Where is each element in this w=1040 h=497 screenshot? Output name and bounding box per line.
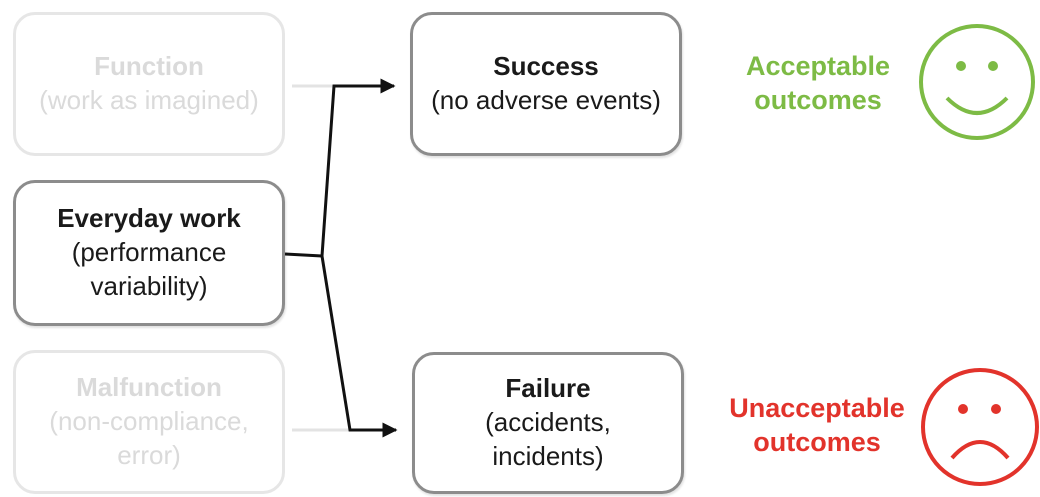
frowning-face-icon — [921, 368, 1039, 486]
function-title: Function — [94, 51, 204, 82]
smiley-face-icon — [919, 24, 1035, 140]
failure-box: Failure (accidents, incidents) — [412, 352, 684, 494]
success-box: Success (no adverse events) — [410, 12, 682, 156]
success-arrow — [320, 78, 396, 257]
failure-title: Failure — [505, 373, 591, 404]
malfunction-subtitle-line2: error) — [117, 439, 181, 470]
everyday-connector — [284, 252, 323, 258]
function-box: Function (work as imagined) — [13, 12, 285, 156]
acceptable-line2: outcomes — [754, 84, 882, 115]
malfunction-title: Malfunction — [76, 372, 222, 403]
acceptable-outcomes-label: Acceptable outcomes — [718, 50, 918, 118]
unacceptable-outcomes-label: Unacceptable outcomes — [712, 392, 922, 460]
everyday-work-box: Everyday work (performance variability) — [13, 180, 285, 326]
acceptable-line1: Acceptable — [745, 51, 891, 81]
everyday-title: Everyday work — [57, 203, 241, 234]
failure-subtitle-line2: incidents) — [492, 440, 604, 471]
success-subtitle: (no adverse events) — [431, 85, 661, 115]
unacceptable-line2: outcomes — [753, 426, 881, 457]
failure-arrow — [320, 255, 398, 438]
malfunction-box: Malfunction (non-compliance, error) — [13, 350, 285, 494]
unacceptable-line1: Unacceptable — [729, 393, 905, 423]
failure-subtitle-line1: (accidents, — [485, 407, 611, 438]
everyday-subtitle-line2: variability) — [90, 270, 208, 301]
function-subtitle: (work as imagined) — [39, 85, 259, 115]
success-title: Success — [493, 51, 599, 82]
everyday-subtitle-line1: (performance — [71, 237, 227, 268]
malfunction-subtitle-line1: (non-compliance, — [49, 406, 249, 437]
